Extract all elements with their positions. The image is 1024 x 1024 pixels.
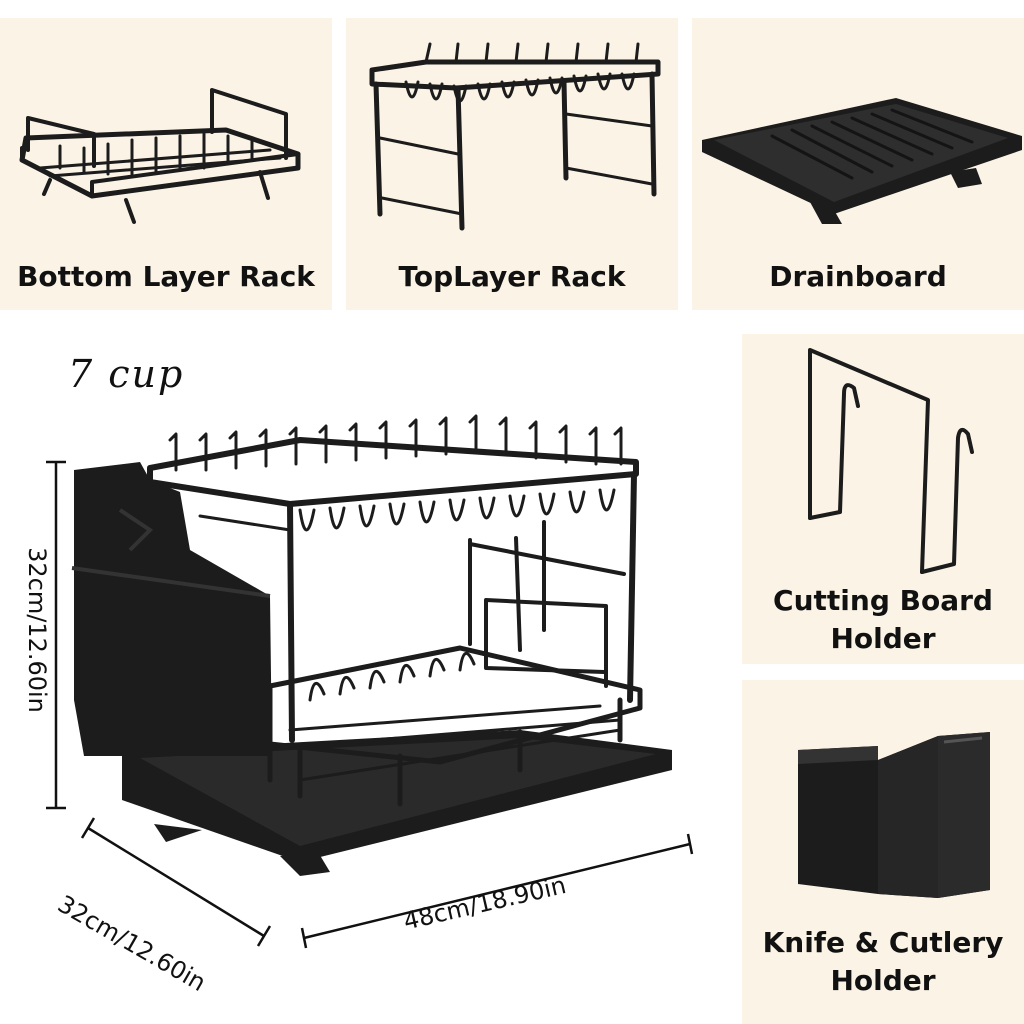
knife-cutlery-holder-label: Knife & Cutlery Holder: [762, 926, 1004, 997]
knife-holder-icon: [798, 732, 990, 898]
cutting-board-holder-icon: [808, 348, 974, 574]
top-layer-rack-panel: TopLayer Rack: [346, 18, 678, 310]
bottom-rack-icon: [19, 88, 301, 224]
bottom-layer-rack-label: Bottom Layer Rack: [17, 260, 315, 293]
cutting-board-holder-panel: Cutting Board Holder: [742, 334, 1024, 664]
width-dimension-line: [300, 833, 694, 949]
cup-capacity-label: 7 cup: [68, 352, 185, 396]
knife-cutlery-holder-panel: Knife & Cutlery Holder: [742, 680, 1024, 1024]
height-dimension-line: [46, 460, 66, 810]
height-dimension-label: 32cm/12.60in: [22, 547, 51, 713]
drainboard-panel: Drainboard: [692, 18, 1024, 310]
top-rack-icon: [369, 42, 661, 231]
drainboard-icon: [702, 98, 1022, 224]
dish-rack-illustration: [46, 414, 694, 949]
cutting-board-holder-label: Cutting Board Holder: [773, 584, 993, 655]
top-layer-rack-label: TopLayer Rack: [398, 260, 626, 293]
bottom-layer-rack-panel: Bottom Layer Rack: [0, 18, 332, 310]
depth-dimension-line: [80, 817, 272, 947]
drainboard-label: Drainboard: [769, 260, 947, 293]
